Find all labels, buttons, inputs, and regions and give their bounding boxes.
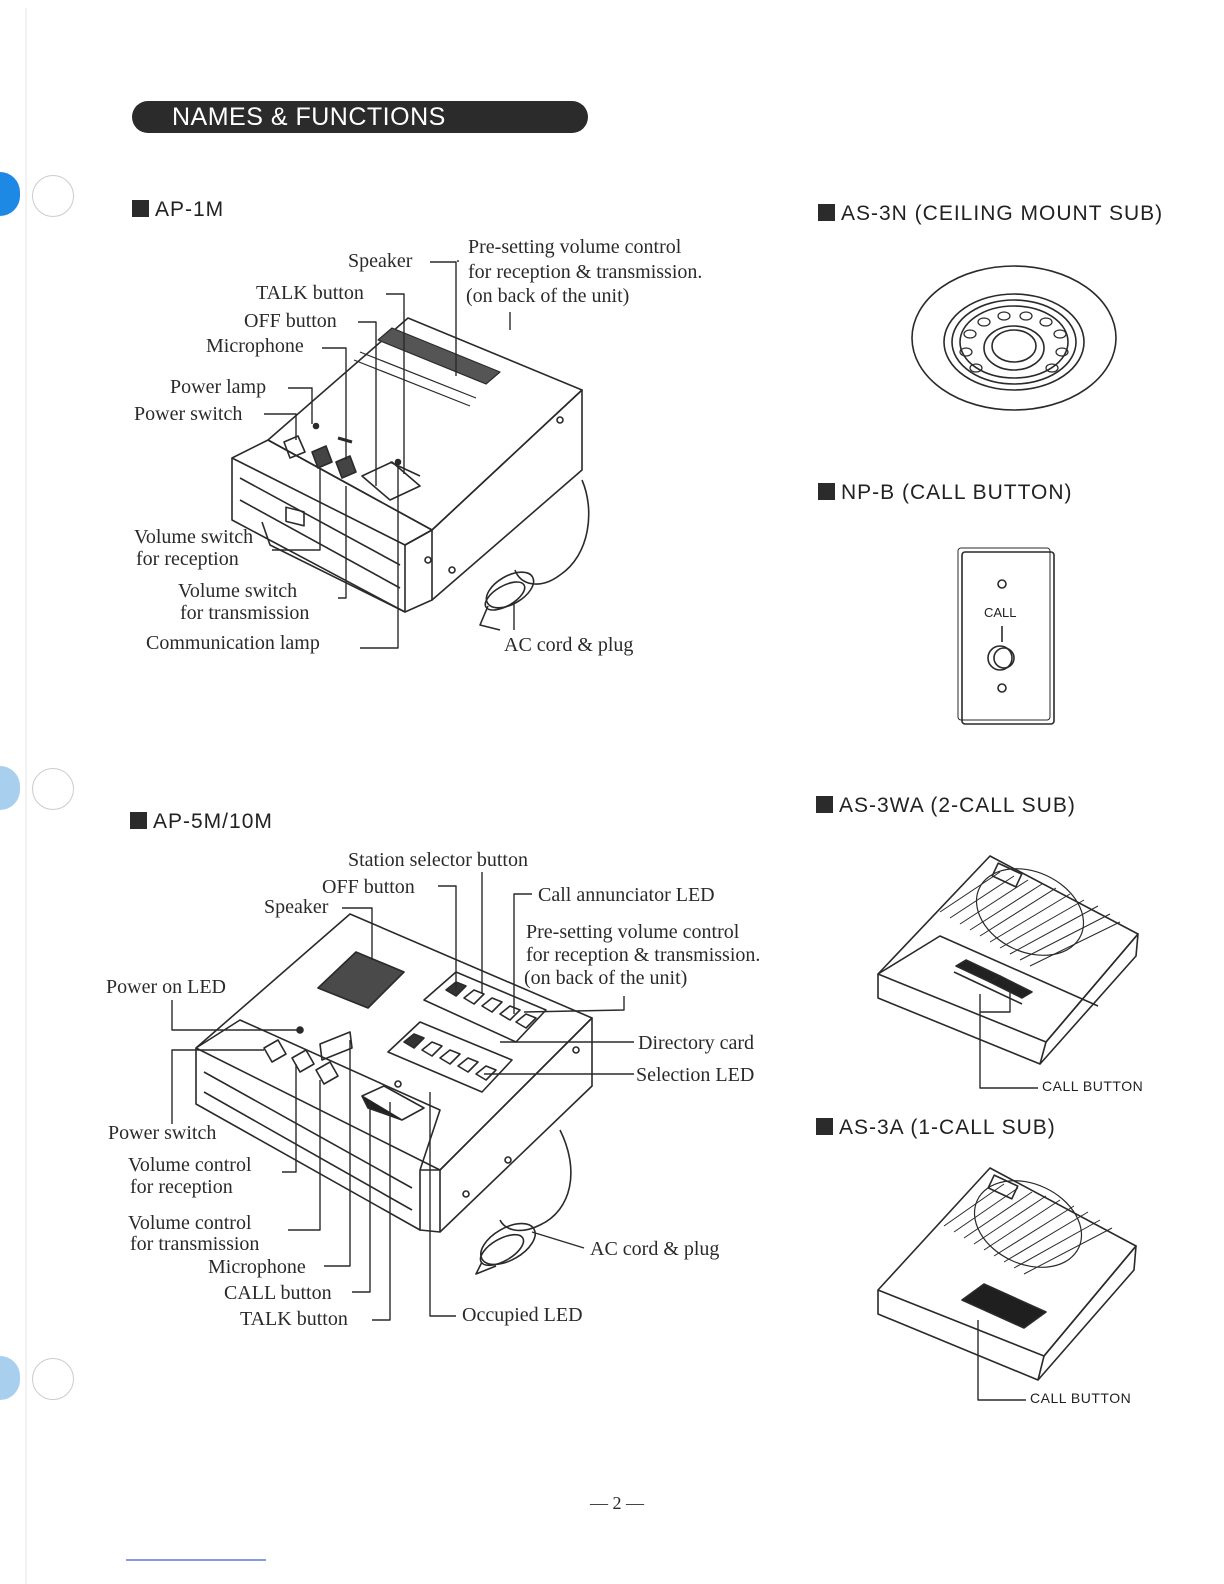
punch-hole-bottom (32, 1358, 74, 1400)
page-number: — 2 — (590, 1493, 644, 1513)
as3n-title: AS-3N (CEILING MOUNT SUB) (818, 202, 1163, 226)
binder-tab-bottom (0, 1356, 20, 1400)
ap1m-label-presetting-2: for reception & transmission. (468, 261, 703, 283)
ap5m-label-occupied-led: Occupied LED (462, 1304, 583, 1326)
ap5m-label-presetting-1: Pre-setting volume control (526, 921, 740, 943)
as3wa-callout: CALL BUTTON (1042, 1078, 1144, 1094)
as3a-title: AS-3A (1-CALL SUB) (816, 1116, 1056, 1140)
ap5m-label-ac-cord: AC cord & plug (590, 1238, 720, 1260)
ap1m-label-vol-rec-2: for reception (136, 548, 239, 570)
ap1m-label-vol-rec-1: Volume switch (134, 526, 254, 548)
punch-hole-top (32, 175, 74, 217)
ap5m-label-vol-rec-1: Volume control (128, 1154, 252, 1176)
ap5m-label-selection-led: Selection LED (636, 1064, 755, 1086)
ap1m-label-microphone: Microphone (206, 335, 304, 357)
ap1m-label-presetting-3: (on back of the unit) (466, 285, 630, 307)
ap1m-label-vol-tx-1: Volume switch (178, 580, 298, 602)
as3n-device-drawing (911, 265, 1117, 411)
ap5m-title: AP-5M/10M (130, 810, 273, 834)
as3wa-device-drawing (877, 855, 1139, 1089)
ap5m-label-talk-button: TALK button (240, 1308, 348, 1330)
ap5m-label-vol-tx-1: Volume control (128, 1212, 252, 1234)
ap5m-device-drawing (195, 913, 593, 1275)
ap1m-label-presetting-1: Pre-setting volume control (468, 236, 682, 258)
ap5m-label-power-on-led: Power on LED (106, 976, 226, 998)
ap1m-label-speaker: Speaker (348, 250, 413, 272)
ap5m-label-directory-card: Directory card (638, 1032, 755, 1054)
ap1m-label-off-button: OFF button (244, 310, 337, 332)
bullet-square-icon (132, 200, 149, 217)
bullet-square-icon (130, 812, 147, 829)
bullet-square-icon (816, 796, 833, 813)
ap1m-title: AP-1M (132, 198, 224, 222)
ap1m-label-talk-button: TALK button (256, 282, 364, 304)
ap5m-label-vol-rec-2: for reception (130, 1176, 233, 1198)
ap5m-label-call-button: CALL button (224, 1282, 332, 1304)
binder-tab-middle (0, 766, 20, 810)
ap5m-label-microphone: Microphone (208, 1256, 306, 1278)
ap1m-device-drawing (231, 317, 590, 631)
ap1m-label-power-lamp: Power lamp (170, 376, 267, 398)
bullet-square-icon (818, 204, 835, 221)
ap5m-label-vol-tx-2: for transmission (130, 1233, 260, 1255)
ap1m-label-ac-cord: AC cord & plug (504, 634, 634, 656)
ap5m-label-station-selector: Station selector button (348, 849, 528, 871)
as3wa-title: AS-3WA (2-CALL SUB) (816, 794, 1076, 818)
ap5m-label-call-annunciator: Call annunciator LED (538, 884, 715, 906)
ap5m-label-off-button: OFF button (322, 876, 415, 898)
ap1m-label-vol-tx-2: for transmission (180, 602, 310, 624)
section-banner: NAMES & FUNCTIONS (132, 101, 588, 133)
ap1m-label-comm-lamp: Communication lamp (146, 632, 320, 654)
npb-device-drawing (957, 547, 1055, 725)
bullet-square-icon (818, 483, 835, 500)
punch-hole-middle (32, 768, 74, 810)
ap5m-label-presetting-3: (on back of the unit) (524, 967, 688, 989)
npb-title: NP-B (CALL BUTTON) (818, 481, 1073, 505)
as3a-callout: CALL BUTTON (1030, 1390, 1132, 1406)
ap1m-label-power-switch: Power switch (134, 403, 243, 425)
bullet-square-icon (816, 1118, 833, 1135)
npb-plate-label: CALL (984, 605, 1017, 620)
binder-tab-top (0, 172, 20, 216)
ap5m-label-power-switch: Power switch (108, 1122, 217, 1144)
as3a-device-drawing (877, 1167, 1137, 1401)
ap5m-label-presetting-2: for reception & transmission. (526, 944, 761, 966)
ap5m-label-speaker: Speaker (264, 896, 329, 918)
